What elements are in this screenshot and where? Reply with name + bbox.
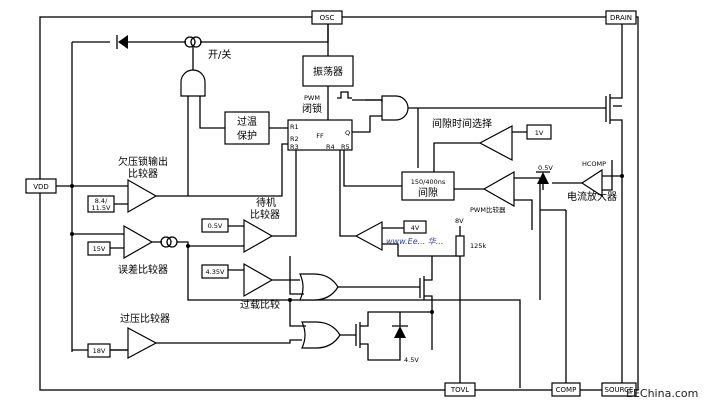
pin-osc: OSC <box>311 10 343 25</box>
svg-text:闭锁: 闭锁 <box>302 102 322 115</box>
svg-text:SOURCE: SOURCE <box>605 386 634 394</box>
svg-text:R5: R5 <box>341 143 350 151</box>
standby-ref-box: 0.5V <box>201 218 229 233</box>
svg-text:125k: 125k <box>470 242 486 250</box>
pwm-comparator <box>482 170 515 208</box>
overload-comparator <box>243 262 274 298</box>
gap-block: 150/400ns 间隙 <box>401 171 455 201</box>
overload-ref-box: 4.35V <box>201 264 229 279</box>
error-ref-box: 15V <box>87 241 111 256</box>
uvlo-label: 欠压锁输出 <box>118 155 168 168</box>
ovp-comparator <box>127 326 158 360</box>
pin-tovl: TOVL <box>444 382 476 397</box>
svg-text:0.5V: 0.5V <box>538 164 553 172</box>
current-source-icon <box>184 36 202 48</box>
current-amplifier <box>580 168 603 198</box>
pin-comp: COMP <box>551 382 581 397</box>
ovp-label: 过压比较器 <box>120 312 170 325</box>
over-temp-block: 过温 保护 <box>224 111 270 145</box>
svg-text:8.4/: 8.4/ <box>95 197 108 205</box>
overlay-text: www.Ee... 华... <box>386 237 443 246</box>
error-current-source-icon <box>160 236 178 248</box>
svg-text:HCOMP: HCOMP <box>582 160 606 168</box>
oscillator-block: 振荡器 <box>302 55 354 87</box>
comp-4v-comparator <box>354 220 383 252</box>
or-gate-overload <box>299 273 339 301</box>
switch-label: 开/关 <box>208 48 231 61</box>
svg-text:150/400ns: 150/400ns <box>411 178 446 186</box>
svg-text:VDD: VDD <box>33 183 49 191</box>
svg-text:4V: 4V <box>411 224 420 232</box>
svg-text:R4: R4 <box>326 143 335 151</box>
gap-ref-box: 1V <box>526 124 552 140</box>
svg-text:4.35V: 4.35V <box>206 268 225 276</box>
svg-text:DRAIN: DRAIN <box>610 14 632 22</box>
svg-text:OSC: OSC <box>320 14 335 22</box>
svg-text:R2: R2 <box>290 135 299 143</box>
current-amp-label: 电流放大器 <box>567 190 617 203</box>
svg-text:FF: FF <box>316 132 324 140</box>
svg-text:保护: 保护 <box>237 129 257 142</box>
vdd-bus <box>56 41 128 352</box>
and-gate-top <box>180 69 206 97</box>
standby-label: 待机 <box>256 196 276 209</box>
standby-comparator <box>243 218 274 254</box>
watermark-text: EEChina.com <box>626 387 698 400</box>
svg-text:COMP: COMP <box>556 386 577 394</box>
svg-text:R1: R1 <box>290 123 299 131</box>
pulse-icon <box>337 91 352 99</box>
svg-text:4.5V: 4.5V <box>404 356 419 364</box>
bottom-mosfet-icon <box>355 311 432 361</box>
gap-time-label: 间隙时间选择 <box>432 117 492 130</box>
mid-mosfet-icon <box>419 256 433 350</box>
top-diode-icon <box>116 35 128 49</box>
comp-ref-box: 4V <box>403 220 427 234</box>
zener-diode-icon <box>392 312 408 350</box>
svg-text:间隙: 间隙 <box>418 186 438 199</box>
svg-text:比较器: 比较器 <box>250 208 280 221</box>
pin-source: SOURCE <box>601 382 637 397</box>
svg-text:0.5V: 0.5V <box>208 222 223 230</box>
error-comparator <box>123 224 154 260</box>
svg-text:过温: 过温 <box>237 115 257 128</box>
pin-vdd: VDD <box>25 178 57 194</box>
pwm-comp-label: PWM比较器 <box>470 205 506 214</box>
pin-drain: DRAIN <box>605 10 637 25</box>
error-comp-label: 误差比较器 <box>118 263 168 276</box>
and-gate-output <box>381 95 409 121</box>
overload-comp-label: 过载比较 <box>240 298 280 311</box>
svg-text:18V: 18V <box>93 347 106 355</box>
pwm-latch-label: PWM <box>304 94 320 102</box>
svg-text:TOVL: TOVL <box>450 386 469 394</box>
uvlo-ref-box: 8.4/ 11.5V <box>87 195 115 213</box>
svg-text:Q: Q <box>345 129 350 137</box>
svg-text:11.5V: 11.5V <box>92 204 111 212</box>
svg-text:振荡器: 振荡器 <box>313 65 343 78</box>
svg-text:R3: R3 <box>290 143 299 151</box>
flip-flop-block: R1 R2 R3 R4 R5 FF Q <box>287 119 353 151</box>
ovp-ref-box: 18V <box>87 343 111 358</box>
svg-text:8V: 8V <box>455 217 464 225</box>
svg-text:1V: 1V <box>535 129 544 137</box>
svg-text:比较器: 比较器 <box>128 167 158 180</box>
output-mosfet-icon <box>605 24 623 160</box>
or-gate-ovp <box>301 321 341 349</box>
uvlo-comparator <box>127 178 158 214</box>
svg-text:15V: 15V <box>93 245 106 253</box>
resistor-icon <box>455 235 465 257</box>
gap-comparator <box>478 125 513 161</box>
